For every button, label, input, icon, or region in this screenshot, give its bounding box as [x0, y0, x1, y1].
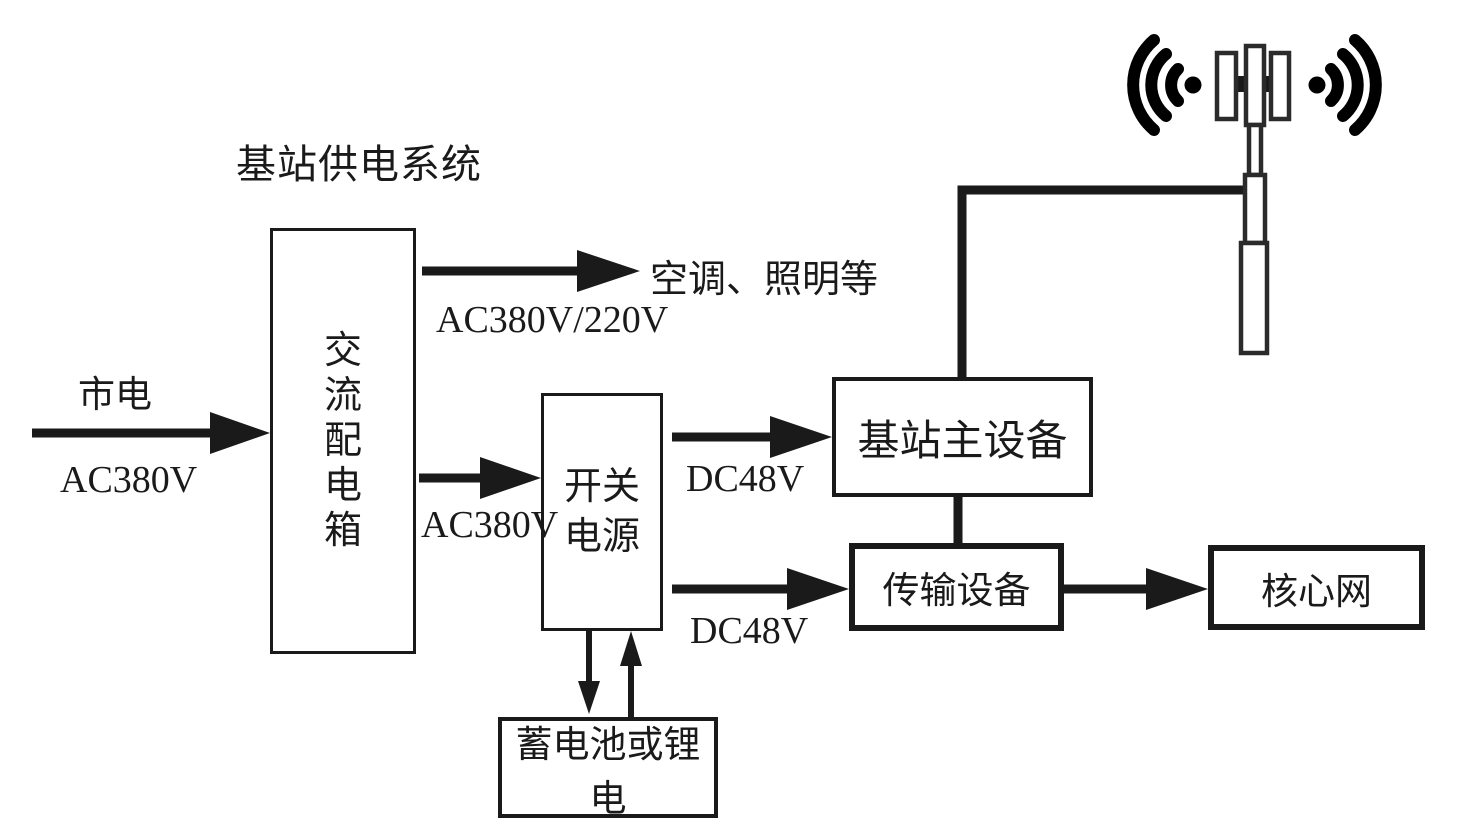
label-ac380-to-switch: AC380V: [421, 504, 559, 546]
label-dc48-to-transmission: DC48V: [690, 610, 809, 652]
radio-dot-right-icon: [1308, 76, 1326, 94]
box-ac-distribution-label: 交流配电箱: [323, 329, 362, 552]
arrow-switch-to-bts: [672, 416, 832, 458]
label-dc48-to-bts: DC48V: [686, 458, 805, 500]
label-aircon-load: 空调、照明等: [650, 259, 879, 301]
arrow-mains-to-acdist: [32, 412, 270, 454]
box-switch-power: 开关电源: [541, 393, 663, 631]
box-bts-main-equipment-label: 基站主设备: [857, 418, 1068, 465]
antenna-panels-icon: [1214, 43, 1292, 128]
line-bts-to-antenna: [957, 185, 1247, 378]
radio-waves-left-icon: [1127, 34, 1184, 136]
arrow-acdist-to-aircon: [422, 250, 640, 292]
label-ac380-220v: AC380V/220V: [436, 299, 669, 341]
radio-dot-left-icon: [1184, 76, 1202, 94]
box-transmission-equipment: 传输设备: [849, 543, 1064, 631]
box-transmission-equipment-label: 传输设备: [882, 571, 1031, 612]
box-bts-main-equipment: 基站主设备: [832, 377, 1093, 497]
box-battery-label: 蓄电池或锂电: [515, 724, 701, 820]
box-ac-distribution: 交流配电箱: [270, 228, 416, 654]
cell-tower-icon: [1127, 34, 1382, 356]
box-battery: 蓄电池或锂电: [498, 717, 718, 820]
box-core-network-label: 核心网: [1261, 571, 1372, 613]
arrow-switch-to-battery: [578, 630, 600, 714]
arrow-acdist-to-switch: [419, 457, 541, 499]
box-switch-power-label: 开关电源: [563, 466, 640, 558]
arrow-transmission-to-core: [1064, 568, 1208, 610]
arrow-battery-to-switch: [620, 631, 642, 717]
box-core-network: 核心网: [1208, 545, 1425, 630]
radio-waves-right-icon: [1325, 34, 1382, 136]
label-mains: 市电: [78, 375, 152, 416]
diagram-title: 基站供电系统: [236, 142, 482, 187]
antenna-mast-icon: [1238, 122, 1270, 356]
label-mains-voltage: AC380V: [60, 459, 198, 501]
arrow-switch-to-transmission: [672, 568, 849, 610]
